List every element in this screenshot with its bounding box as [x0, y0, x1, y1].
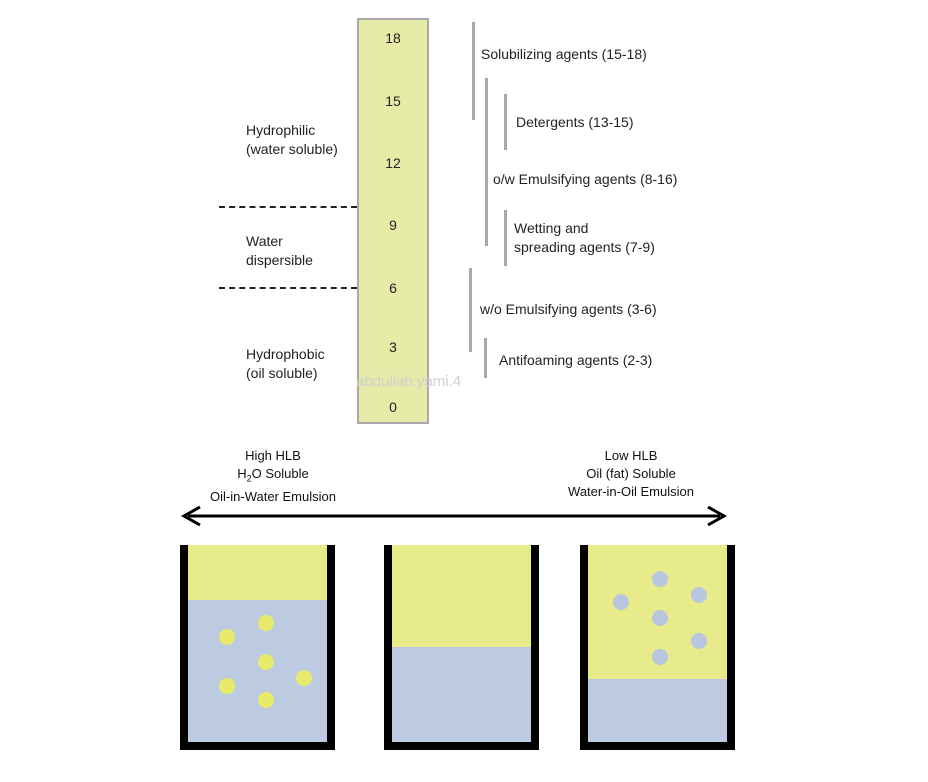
bracket-detergents	[504, 94, 507, 150]
high-hlb-line1: High HLB	[245, 448, 301, 463]
bracket-ow-emulsifying	[485, 78, 488, 246]
high-hlb-line3: Oil-in-Water Emulsion	[210, 488, 336, 504]
agent-wetting: Wetting and spreading agents (7-9)	[514, 219, 655, 257]
water-droplet	[691, 633, 707, 649]
beaker-oil-in-water	[180, 545, 335, 750]
hlb-scale-bar	[357, 18, 429, 424]
double-arrow-icon	[180, 505, 728, 527]
region-hydrophilic-line1: Hydrophilic	[246, 122, 316, 138]
water-droplet	[652, 649, 668, 665]
region-hydrophilic-line2: (water soluble)	[246, 141, 338, 157]
beaker-water-in-oil	[580, 545, 735, 750]
oil-droplet	[258, 654, 274, 670]
oil-droplet	[219, 629, 235, 645]
agent-wo-emulsifying: w/o Emulsifying agents (3-6)	[480, 301, 657, 317]
region-hydrophobic-line1: Hydrophobic	[246, 346, 325, 362]
hlb-tick-12: 12	[385, 155, 401, 171]
region-water-dispersible: Water dispersible	[246, 232, 313, 270]
low-hlb-line2: Oil (fat) Soluble	[586, 466, 676, 481]
bracket-antifoaming	[484, 338, 487, 378]
water-droplet	[613, 594, 629, 610]
water-droplet	[652, 571, 668, 587]
hlb-tick-0: 0	[389, 399, 397, 415]
high-hlb-line2-prefix: H	[237, 466, 247, 481]
divider-dashed-lower	[219, 287, 357, 289]
hlb-tick-6: 6	[389, 280, 397, 296]
agent-ow-emulsifying: o/w Emulsifying agents (8-16)	[493, 171, 678, 187]
oil-layer	[392, 545, 531, 647]
region-hydrophilic: Hydrophilic (water soluble)	[246, 121, 338, 159]
watermark: abdullah.yami.4	[356, 373, 462, 390]
region-dispersible-line2: dispersible	[246, 252, 313, 268]
water-layer	[392, 647, 531, 742]
water-droplet	[652, 610, 668, 626]
region-hydrophobic-line2: (oil soluble)	[246, 365, 318, 381]
beaker-separated	[384, 545, 539, 750]
high-hlb-line2-suffix: O Soluble	[251, 466, 309, 481]
high-hlb-line2-sub: 2	[246, 473, 252, 484]
region-hydrophobic: Hydrophobic (oil soluble)	[246, 345, 325, 383]
hlb-tick-18: 18	[385, 30, 401, 46]
region-dispersible-line1: Water	[246, 233, 283, 249]
oil-droplet	[258, 692, 274, 708]
water-layer	[588, 679, 727, 742]
low-hlb-line1: Low HLB	[604, 448, 658, 463]
hlb-tick-9: 9	[389, 217, 397, 233]
agent-antifoaming: Antifoaming agents (2-3)	[499, 352, 653, 368]
low-hlb-label: Low HLB Oil (fat) Soluble Water-in-Oil E…	[541, 447, 721, 501]
high-hlb-label: High HLB H2O Soluble Oil-in-Water Emulsi…	[178, 447, 368, 506]
agent-wetting-line2: spreading agents (7-9)	[514, 239, 655, 255]
bracket-solubilizing	[472, 22, 475, 120]
hlb-tick-15: 15	[385, 93, 401, 109]
oil-layer	[188, 545, 327, 600]
high-hlb-line2: H2O Soluble	[178, 465, 368, 488]
oil-droplet	[219, 678, 235, 694]
bracket-wetting	[504, 210, 507, 266]
oil-droplet	[296, 670, 312, 686]
bracket-wo-emulsifying	[469, 268, 472, 352]
low-hlb-line3: Water-in-Oil Emulsion	[568, 484, 694, 499]
agent-solubilizing: Solubilizing agents (15-18)	[481, 46, 647, 62]
water-droplet	[691, 587, 707, 603]
hlb-tick-3: 3	[389, 339, 397, 355]
oil-droplet	[258, 615, 274, 631]
agent-wetting-line1: Wetting and	[514, 220, 589, 236]
agent-detergents: Detergents (13-15)	[516, 114, 634, 130]
divider-dashed-upper	[219, 206, 357, 208]
